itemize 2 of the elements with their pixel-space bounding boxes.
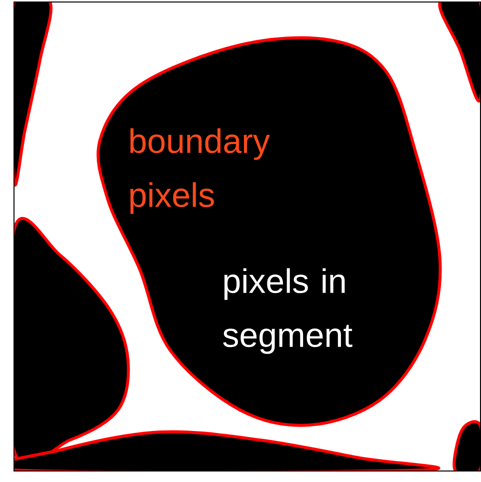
region-label: pixels in segment	[223, 268, 352, 354]
region-label: boundary pixels	[130, 128, 270, 214]
